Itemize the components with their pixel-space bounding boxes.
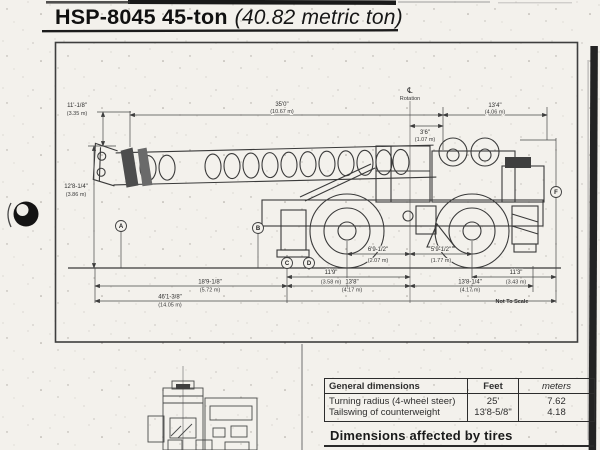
- not-to-scale-note: Not To Scale: [496, 299, 529, 305]
- dim-cl-to-boom-hinge-ft: 3'6": [420, 130, 430, 136]
- dim-overall-length-m: (14.05 m): [158, 303, 182, 309]
- callout-b: B: [256, 226, 261, 232]
- dim-overall-length-ft: 46'1-3/8": [158, 295, 182, 301]
- row-label: Tailswing of counterweight: [329, 406, 440, 418]
- right-edge-scan-bar: [588, 45, 598, 450]
- section-heading: Dimensions affected by tires: [330, 428, 513, 443]
- callout-d: D: [307, 261, 312, 267]
- dim-bumper-to-cl-m: (3.58 m): [321, 280, 342, 286]
- dim-tip-height-m: (3.35 m): [67, 111, 88, 117]
- table-header-row: General dimensions Feet meters: [325, 379, 594, 394]
- diagram-frame: [54, 41, 579, 343]
- metric-title: (40.82 metric ton): [234, 6, 403, 29]
- dim-overall-height-m: (3.86 m): [66, 192, 87, 198]
- callout-f: F: [554, 190, 558, 196]
- page-title: HSP-8045 45-ton (40.82 metric ton): [55, 5, 403, 30]
- dimension-lines: [88, 101, 557, 304]
- dim-rear-span-m: (4.17 m): [460, 288, 481, 294]
- rotation-label: Rotation: [400, 96, 421, 102]
- dim-cl-to-rear-axle-m: (1.77 m): [431, 258, 452, 264]
- dim-cl-to-rear-end-m: (4.06 m): [485, 110, 506, 116]
- dim-boom-length-m: (10.67 m): [270, 109, 294, 115]
- section-heading-rule: [324, 445, 594, 448]
- dim-rear-span-ft: 13'8-1/4": [458, 280, 482, 286]
- rear-view-figure: [147, 366, 258, 450]
- dim-cl-to-rear-end-ft: 13'4": [488, 103, 501, 109]
- dim-wheelbase-m: (4.17 m): [342, 288, 363, 294]
- table-row: Turning radius (4-wheel steer) 25' 7.62: [325, 393, 594, 407]
- callout-a: A: [119, 224, 124, 230]
- dimension-callouts: [115, 186, 562, 269]
- operator-cab: [375, 145, 431, 203]
- table-row: Tailswing of counterweight 13'8-5/8" 4.1…: [325, 406, 594, 422]
- title-underline: [41, 29, 399, 33]
- carrier-frame: [261, 199, 544, 227]
- dimension-labels: ℄ Rotation 35'0" (10.67 m) 13'4" (4.06 m…: [63, 86, 529, 310]
- row-feet-value: 25': [467, 393, 518, 407]
- general-dimensions-table: General dimensions Feet meters Turning r…: [324, 378, 595, 423]
- dim-tip-to-front-m: (5.72 m): [200, 288, 221, 294]
- dim-overall-height-ft: 12'8-1/4": [64, 184, 88, 190]
- dim-tip-to-front-ft: 18'9-1/8": [198, 280, 222, 286]
- header-feet: Feet: [467, 379, 518, 393]
- dim-front-axle-to-cl-ft: 6'9-1/2": [368, 247, 388, 253]
- dim-boom-length-ft: 35'0": [275, 102, 288, 108]
- dim-cl-to-tail-m: (3.43 m): [506, 280, 527, 286]
- model-title: HSP-8045 45-ton: [55, 5, 228, 29]
- dim-tip-height-ft: 11'-1/8": [67, 103, 87, 109]
- engine-deck: [431, 150, 516, 203]
- callout-c: C: [285, 261, 290, 267]
- row-feet-value: 13'8-5/8": [467, 406, 518, 422]
- dim-cl-to-tail-ft: 11'3": [510, 270, 523, 276]
- dim-front-axle-to-cl-m: (2.07 m): [368, 258, 389, 264]
- row-meters-value: 4.18: [518, 406, 594, 422]
- dim-cl-to-boom-hinge-m: (1.07 m): [415, 137, 436, 143]
- dim-bumper-to-cl-ft: 11'9": [325, 270, 338, 276]
- header-general-dimensions: General dimensions: [329, 380, 420, 392]
- header-meters: meters: [518, 379, 594, 393]
- centerline-symbol: ℄: [407, 86, 413, 95]
- row-meters-value: 7.62: [518, 393, 594, 407]
- scan-artifacts: [7, 0, 598, 450]
- telescopic-boom: [92, 142, 437, 188]
- row-label: Turning radius (4-wheel steer): [329, 395, 456, 407]
- dim-cl-to-rear-axle-ft: 5'9-1/2": [431, 247, 451, 253]
- dim-wheelbase-ft: 13'8": [345, 280, 358, 286]
